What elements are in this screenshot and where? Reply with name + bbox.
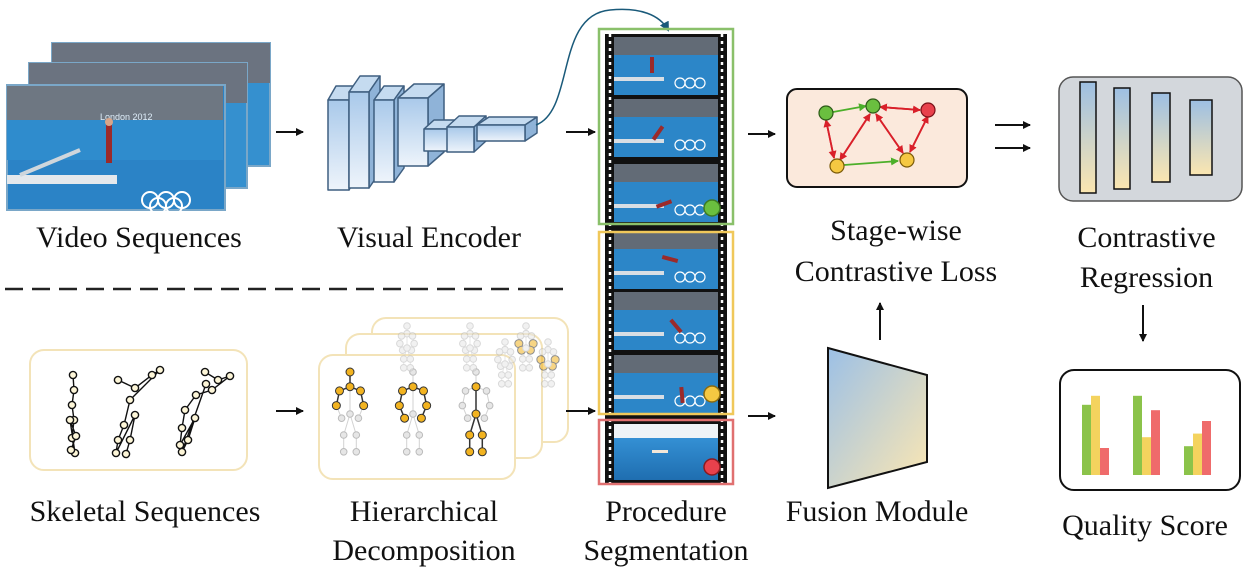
stage-3-box <box>597 418 735 486</box>
quality-bar <box>1142 437 1151 475</box>
hierarchy-back-skeletons <box>396 322 560 388</box>
label-quality-score: Quality Score <box>1062 509 1228 542</box>
hierarchy-skeleton <box>459 322 481 372</box>
film-frame <box>614 292 718 350</box>
stage-2-box <box>597 230 735 416</box>
contrastive-regression-block <box>1058 76 1243 202</box>
label-contrastive-2: Regression <box>1079 261 1214 294</box>
hierarchy-skeleton <box>494 338 516 388</box>
procedure-segmentation-strip <box>597 27 735 486</box>
quality-score-chart <box>1059 369 1241 491</box>
hierarchy-skeleton <box>536 338 560 388</box>
hierarchy-skeleton <box>396 322 418 372</box>
label-procedure-2: Segmentation <box>583 534 749 567</box>
film-frame <box>614 99 718 157</box>
hierarchy-skeleton <box>458 368 494 457</box>
video-frame-front: London 2012 <box>6 84 226 215</box>
curved-arrow-to-segmentation <box>535 8 669 126</box>
film-frame <box>614 37 718 95</box>
video-banner-text: London 2012 <box>100 112 153 122</box>
quality-bar <box>1082 404 1091 475</box>
label-stage-wise-2: Contrastive Loss <box>794 255 998 288</box>
film-frame <box>614 231 718 289</box>
encoder-block-7 <box>476 116 538 142</box>
hierarchy-skeleton <box>394 368 432 456</box>
label-skeletal-sequences: Skeletal Sequences <box>29 495 261 528</box>
label-procedure-1: Procedure <box>605 495 727 528</box>
skeleton-figure <box>65 370 81 458</box>
video-sequences-stack: London 2012 <box>6 42 271 215</box>
hierarchy-skeleton <box>331 367 369 456</box>
quality-bar <box>1100 448 1109 475</box>
quality-bar <box>1091 395 1100 475</box>
visual-encoder <box>327 75 538 191</box>
hierarchical-decomposition-stack <box>318 317 569 480</box>
stage-3-marker <box>703 458 721 476</box>
label-fusion-module: Fusion Module <box>785 495 969 528</box>
skeleton-figure <box>111 365 165 459</box>
label-stage-wise-1: Stage-wise <box>830 214 962 247</box>
film-frame <box>614 164 718 222</box>
film-frame <box>614 355 718 413</box>
quality-bar <box>1151 410 1160 475</box>
label-hierarchical-1: Hierarchical <box>349 495 499 528</box>
stage-wise-contrastive-loss-graph <box>786 88 968 188</box>
stage-1-marker <box>703 199 721 217</box>
fusion-module-trapezoid <box>827 346 928 490</box>
stage-1-box <box>597 27 735 226</box>
hierarchy-skeleton <box>514 322 538 372</box>
quality-bar <box>1133 395 1142 475</box>
quality-bar <box>1184 446 1193 475</box>
diver-figure <box>106 125 112 163</box>
skeleton-figure <box>175 367 235 457</box>
label-video-sequences: Video Sequences <box>36 221 242 254</box>
film-frame-pool <box>614 424 718 480</box>
quality-bar <box>1193 433 1202 475</box>
label-visual-encoder: Visual Encoder <box>337 221 521 254</box>
stage-2-marker <box>703 385 721 403</box>
label-hierarchical-2: Decomposition <box>332 534 516 567</box>
quality-bar <box>1202 421 1211 475</box>
skeletal-sequences-panel <box>29 349 248 471</box>
label-contrastive-1: Contrastive <box>1077 221 1216 254</box>
